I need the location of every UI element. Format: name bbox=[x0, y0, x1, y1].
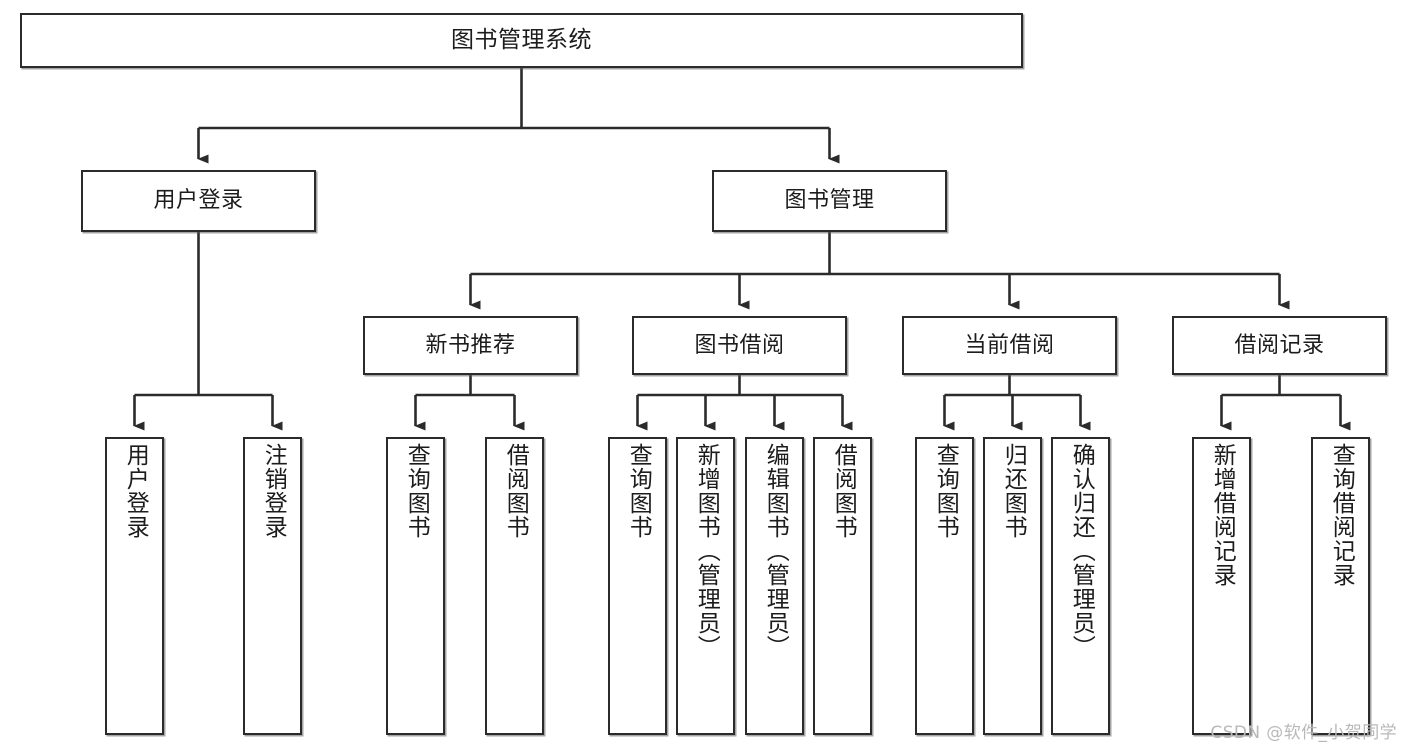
node-label: 查询图书 bbox=[625, 443, 652, 539]
node-label: 借阅图书 bbox=[830, 443, 857, 539]
node-leaf-add-borrow-record[interactable]: 新增借阅记录 bbox=[1192, 437, 1251, 735]
node-leaf-query-book-2[interactable]: 查询图书 bbox=[608, 437, 667, 735]
node-label: 注销登录 bbox=[260, 443, 287, 539]
node-leaf-return-book[interactable]: 归还图书 bbox=[983, 437, 1042, 735]
node-label: 用户登录 bbox=[122, 443, 149, 539]
node-leaf-query-book-1[interactable]: 查询图书 bbox=[386, 437, 445, 735]
node-leaf-query-book-3[interactable]: 查询图书 bbox=[915, 437, 974, 735]
node-label: 图书借阅 bbox=[694, 332, 785, 358]
node-label: 图书管理 bbox=[784, 188, 875, 214]
node-book-borrow[interactable]: 图书借阅 bbox=[632, 316, 847, 375]
node-new-book-recommend[interactable]: 新书推荐 bbox=[363, 316, 578, 375]
node-label: 用户登录 bbox=[153, 188, 244, 214]
node-leaf-query-borrow-record[interactable]: 查询借阅记录 bbox=[1311, 437, 1370, 735]
node-label: 确认归还（管理员） bbox=[1068, 443, 1095, 659]
node-leaf-add-book-admin[interactable]: 新增图书（管理员） bbox=[676, 437, 735, 735]
node-label: 图书管理系统 bbox=[451, 26, 592, 53]
node-leaf-edit-book-admin[interactable]: 编辑图书（管理员） bbox=[745, 437, 804, 735]
node-label: 查询图书 bbox=[932, 443, 959, 539]
node-label: 新增图书（管理员） bbox=[693, 443, 720, 659]
node-label: 新增借阅记录 bbox=[1209, 443, 1236, 587]
node-label: 新书推荐 bbox=[425, 332, 516, 358]
node-book-manage[interactable]: 图书管理 bbox=[712, 170, 947, 232]
node-label: 借阅记录 bbox=[1234, 332, 1325, 358]
node-user-login[interactable]: 用户登录 bbox=[81, 170, 316, 232]
node-label: 查询借阅记录 bbox=[1328, 443, 1355, 587]
node-leaf-borrow-book-2[interactable]: 借阅图书 bbox=[813, 437, 872, 735]
node-label: 查询图书 bbox=[403, 443, 430, 539]
node-label: 当前借阅 bbox=[964, 332, 1055, 358]
node-label: 归还图书 bbox=[1000, 443, 1027, 539]
watermark-text: CSDN @软件_小贺同学 bbox=[1210, 723, 1397, 743]
node-leaf-user-login[interactable]: 用户登录 bbox=[105, 437, 164, 735]
node-leaf-confirm-return-admin[interactable]: 确认归还（管理员） bbox=[1051, 437, 1110, 735]
node-label: 借阅图书 bbox=[502, 443, 529, 539]
node-current-borrow[interactable]: 当前借阅 bbox=[902, 316, 1117, 375]
node-borrow-record[interactable]: 借阅记录 bbox=[1172, 316, 1387, 375]
node-root[interactable]: 图书管理系统 bbox=[20, 13, 1023, 68]
node-leaf-logout-login[interactable]: 注销登录 bbox=[243, 437, 302, 735]
node-leaf-borrow-book-1[interactable]: 借阅图书 bbox=[485, 437, 544, 735]
node-label: 编辑图书（管理员） bbox=[762, 443, 789, 659]
